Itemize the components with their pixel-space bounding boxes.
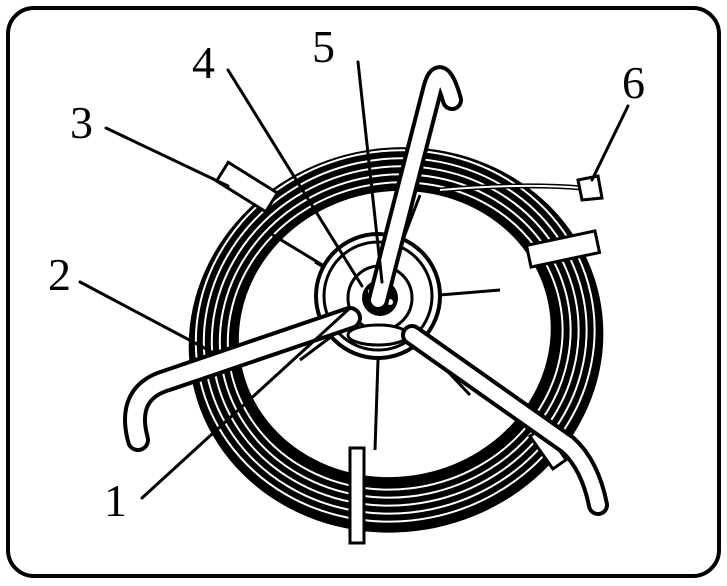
handle-frame (123, 65, 609, 516)
callout-label-1: 1 (104, 475, 127, 526)
callout-label-4: 4 (192, 37, 215, 88)
end-fitting-icon (576, 174, 604, 202)
leader-lines (78, 60, 630, 500)
callout-label-2: 2 (48, 249, 71, 300)
cable-end (439, 174, 604, 202)
callout-label-3: 3 (70, 97, 93, 148)
callout-label-5: 5 (312, 21, 335, 72)
callout-label-6: 6 (622, 57, 645, 108)
